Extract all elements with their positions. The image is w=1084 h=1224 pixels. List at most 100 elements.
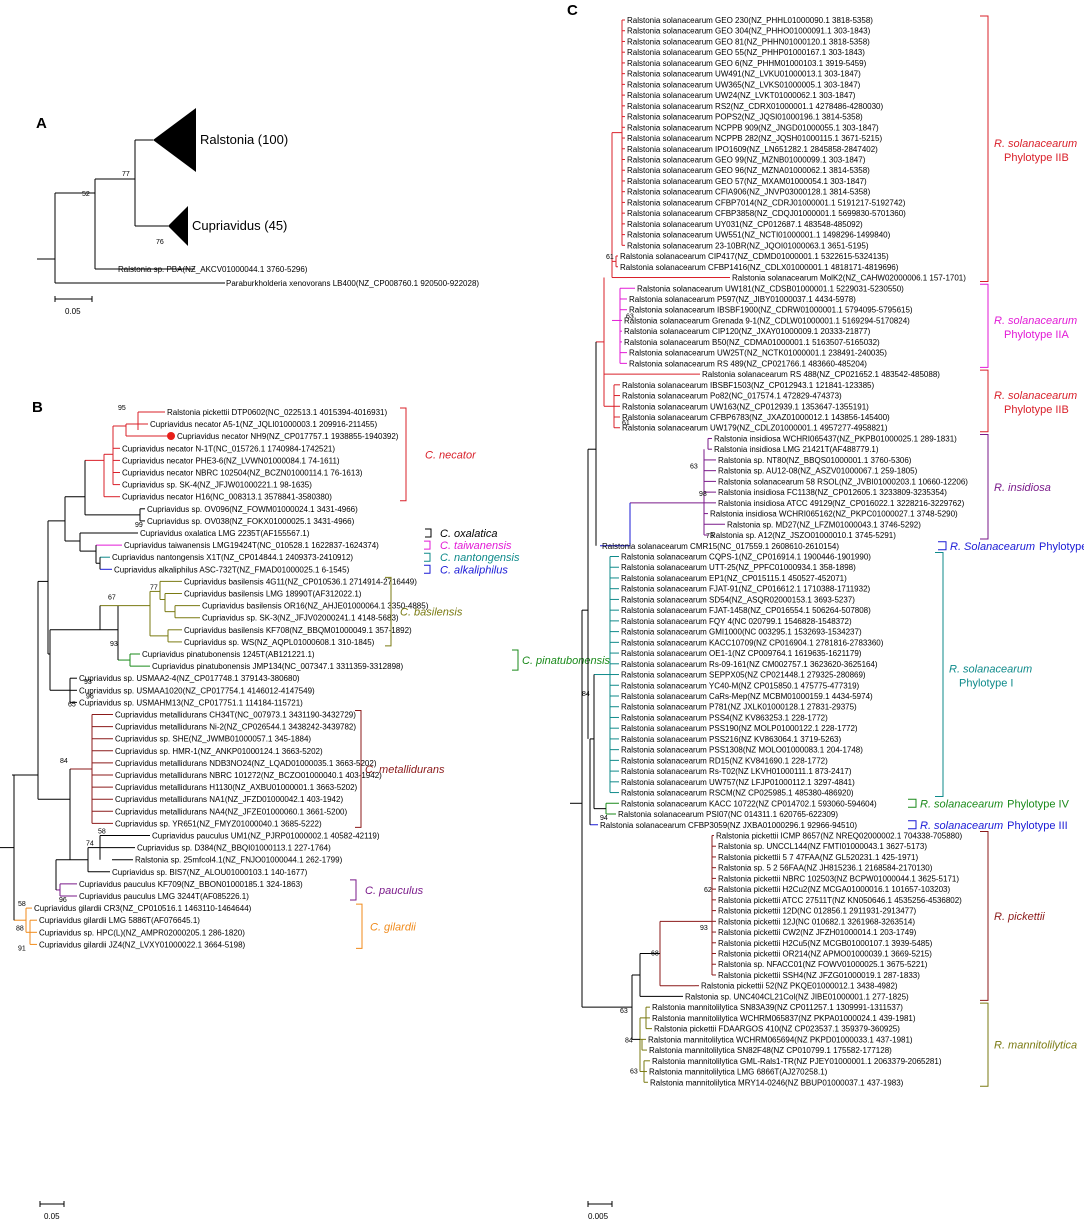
bootstrap-label: 76 bbox=[156, 239, 164, 246]
svg-text:0.05: 0.05 bbox=[44, 1212, 60, 1221]
clade-label: R. mannitolilytica bbox=[994, 1040, 1077, 1052]
taxon-label: Ralstonia solanacearum Rs-09-161(NZ CM00… bbox=[621, 660, 878, 669]
taxon-label: Ralstonia sp. 5 2 56FAA(NZ JH815236.1 21… bbox=[718, 864, 933, 873]
bootstrap-label: 91 bbox=[18, 945, 26, 952]
taxon-label: Cupriavidus sp. SHE(NZ_JWMB01000057.1 34… bbox=[115, 735, 311, 744]
clade-bracket bbox=[512, 649, 519, 671]
clade-label: R. solanacearum bbox=[994, 138, 1077, 150]
clade-label: C. nantongensis bbox=[440, 552, 520, 564]
clade-bracket bbox=[424, 540, 431, 550]
cupriavidus-collapsed-clade bbox=[168, 206, 188, 246]
clade-sublabel: Phylotype I bbox=[959, 678, 1013, 690]
clade-label: R. solanacearum bbox=[994, 315, 1077, 327]
taxon-label: Ralstonia solanacearum GEO 6(NZ_PHHM0100… bbox=[627, 59, 867, 68]
taxon-label: Cupriavidus necator H16(NC_008313.1 3578… bbox=[122, 493, 332, 502]
bootstrap-label: 61 bbox=[606, 254, 614, 261]
taxon-label: Ralstonia solanacearum UW25T(NZ_NCTK0100… bbox=[629, 349, 887, 358]
taxon-label: Cupriavidus sp. USMAHM13(NZ_CP017751.1 1… bbox=[79, 698, 303, 707]
taxon-label: Ralstonia solanacearum GEO 230(NZ_PHHL01… bbox=[627, 16, 873, 25]
taxon-label: Ralstonia solanacearum CFBP6783(NZ_JXAZ0… bbox=[622, 413, 890, 422]
taxon-label: Ralstonia mannitolilytica SN83A39(NZ CP0… bbox=[652, 1003, 903, 1012]
taxon-label: Ralstonia solanacearum PSS216(NZ KV86306… bbox=[621, 735, 841, 744]
taxon-label: Ralstonia solanacearum RSCM(NZ CP025985.… bbox=[621, 789, 854, 798]
clade-label: C. gilardii bbox=[370, 921, 416, 933]
taxon-label: Ralstonia solanacearum GEO 81(NZ_PHHN010… bbox=[627, 37, 870, 46]
taxon-label: Cupriavidus sp. YR651(NZ_FMYZ01000040.1 … bbox=[115, 819, 322, 828]
taxon-label: Ralstonia pickettii ATCC 27511T(NZ KN050… bbox=[718, 896, 962, 905]
taxon-label: Cupriavidus basilensis 4G11(NZ_CP010536.… bbox=[184, 577, 417, 586]
taxon-label: Ralstonia solanacearum 23-10BR(NZ_JQOI01… bbox=[627, 241, 869, 250]
clade-bracket bbox=[980, 15, 989, 283]
taxon-label: Cupriavidus sp. HPC(L)(NZ_AMPR02000205.1… bbox=[39, 928, 245, 937]
taxon-label: Ralstonia pickettii H2Cu2(NZ MCGA0100001… bbox=[718, 885, 950, 894]
taxon-label: Ralstonia mannitolilytica LMG 6866T(AJ27… bbox=[649, 1068, 828, 1077]
taxon-label: Ralstonia solanacearum UW365(NZ_LVKS0100… bbox=[627, 80, 861, 89]
taxon-label: Cupriavidus gilardii JZ4(NZ_LVXY01000022… bbox=[39, 940, 246, 949]
taxon-label: Ralstonia solanacearum GEO 304(NZ_PHHO01… bbox=[627, 27, 871, 36]
clade-bracket bbox=[938, 541, 947, 551]
bootstrap-label: 63 bbox=[620, 1008, 628, 1015]
taxon-label: Ralstonia solanacearum CFIA906(NZ_JNVP03… bbox=[627, 188, 871, 197]
taxon-label: Ralstonia mannitolilytica GML-Rals1-TR(N… bbox=[652, 1057, 942, 1066]
taxon-label: Ralstonia sp. UNCCL144(NZ FMTI01000043.1… bbox=[718, 842, 927, 851]
taxon-label: Ralstonia mannitolilytica MRY14-0246(NZ … bbox=[650, 1078, 904, 1087]
taxon-label: Cupriavidus metallidurans NBRC 101272(NZ… bbox=[115, 771, 382, 780]
nh9-highlight-marker bbox=[167, 432, 175, 440]
taxon-label: Ralstonia solanacearum SD54(NZ_ASQR02000… bbox=[621, 595, 855, 604]
taxon-label: Ralstonia solanacearum FQY 4(NC 020799.1… bbox=[621, 617, 852, 626]
taxon-label: Cupriavidus necator N-1T(NC_015726.1 174… bbox=[122, 444, 335, 453]
taxon-label: Ralstonia solanacearum RS 489(NZ_CP02176… bbox=[629, 359, 867, 368]
branch bbox=[606, 802, 619, 815]
taxon-label: Ralstonia solanacearum FJAT-91(NZ_CP0166… bbox=[621, 585, 871, 594]
clade-label: C. pauculus bbox=[365, 885, 424, 897]
branch bbox=[640, 1017, 646, 1073]
taxon-label: Cupriavidus metallidurans H1130(NZ_AXBU0… bbox=[115, 783, 358, 792]
taxon-label: Ralstonia sp. A12(NZ_JSZO01000010.1 3745… bbox=[710, 531, 896, 540]
panel-a-label: A bbox=[36, 115, 47, 132]
clade-bracket bbox=[355, 710, 362, 828]
clade-bracket bbox=[425, 528, 432, 538]
clade-bracket bbox=[385, 576, 392, 647]
clade-label: C. taiwanensis bbox=[440, 540, 512, 552]
panel-c-branches bbox=[570, 19, 730, 1083]
ralstonia-clade-label: Ralstonia (100) bbox=[200, 132, 288, 147]
taxon-label: Ralstonia solanacearum KACC 10722(NZ CP0… bbox=[621, 799, 877, 808]
taxon-label: Ralstonia pickettii OR214(NZ APMO0100003… bbox=[718, 950, 932, 959]
panel-c: C Ralstonia solanacearum GEO 230(NZ_PHHL… bbox=[567, 2, 1084, 1221]
taxon-label: Ralstonia solanacearum CQPS-1(NZ_CP01691… bbox=[621, 553, 871, 562]
bootstrap-label: 68 bbox=[651, 951, 659, 958]
taxon-label: Cupriavidus metallidurans NDB3NO24(NZ_LQ… bbox=[115, 759, 377, 768]
taxon-label: Cupriavidus basilensis OR16(NZ_AHJE01000… bbox=[202, 602, 429, 611]
cupriavidus-clade-label: Cupriavidus (45) bbox=[192, 218, 287, 233]
bootstrap-label: 61 bbox=[622, 420, 630, 427]
taxon-label: Ralstonia solanacearum SEPPX05(NZ CP0214… bbox=[621, 671, 866, 680]
bootstrap-label: 65 bbox=[68, 701, 76, 708]
taxon-label: Ralstonia solanacearum IPO1609(NZ_LN6512… bbox=[627, 145, 878, 154]
panel-a: A Ralstonia (100) Cupriavidus (45) 77 52… bbox=[36, 108, 479, 316]
branch bbox=[632, 974, 640, 1040]
taxon-label: Cupriavidus alkaliphilus ASC-732T(NZ_FMA… bbox=[114, 565, 350, 574]
taxon-label: Ralstonia solanacearum MolK2(NZ_CAHW0200… bbox=[732, 274, 966, 283]
taxon-label: Ralstonia pickettii FDAARGOS 410(NZ CP02… bbox=[654, 1025, 900, 1034]
scale-bar-b: 0.05 bbox=[39, 1201, 65, 1221]
taxon-label: Cupriavidus pauculus KF709(NZ_BBON010001… bbox=[79, 880, 303, 889]
taxon-label: Ralstonia solanacearum FJAT-1458(NZ_CP01… bbox=[621, 606, 871, 615]
taxon-label: Ralstonia solanacearum GEO 57(NZ_MXAM010… bbox=[627, 177, 867, 186]
taxon-label: Ralstonia sp. 25mfcol4.1(NZ_FNJO01000044… bbox=[135, 856, 343, 865]
taxon-label: Ralstonia solanacearum Grenada 9-1(NZ_CD… bbox=[624, 316, 910, 325]
bootstrap-label: 99 bbox=[135, 522, 143, 529]
clade-bracket bbox=[980, 369, 989, 433]
taxon-label: Ralstonia pickettii 5 7 47FAA(NZ GL52023… bbox=[718, 853, 918, 862]
bootstrap-label: 84 bbox=[625, 1037, 633, 1044]
taxon-label: Cupriavidus sp. HMR-1(NZ_ANKP01000124.1 … bbox=[115, 747, 323, 756]
clade-bracket bbox=[980, 830, 989, 1001]
bootstrap-label: 88 bbox=[16, 925, 24, 932]
taxon-label: Ralstonia mannitolilytica WCHRM065837(NZ… bbox=[652, 1014, 916, 1023]
taxon-label: Ralstonia insidiosa WCHRI065437(NZ_PKPB0… bbox=[714, 434, 957, 443]
taxon-label: Ralstonia sp. NT80(NZ_BBQS01000001.1 376… bbox=[718, 456, 912, 465]
bootstrap-label: 96 bbox=[59, 897, 67, 904]
